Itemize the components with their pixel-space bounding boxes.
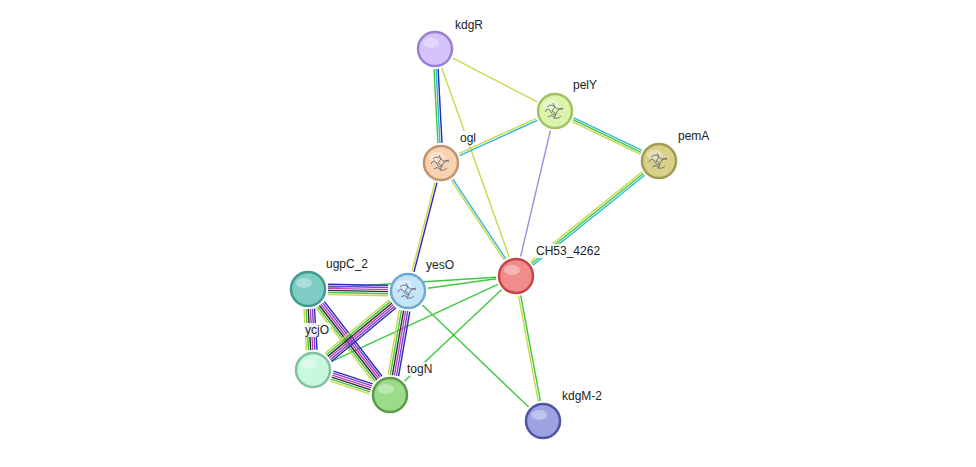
protein-node: pemA: [640, 142, 678, 180]
protein-node: kdgR: [416, 30, 454, 68]
node-circle: [289, 270, 327, 308]
node-label: ugpC_2: [324, 257, 370, 271]
node-circle: [294, 351, 332, 389]
interaction-edge: [530, 172, 644, 265]
node-circle: [422, 144, 460, 182]
node-label: togN: [405, 362, 434, 376]
interaction-edge: [453, 58, 537, 102]
interaction-edge: [434, 69, 442, 143]
node-label: pelY: [571, 78, 599, 92]
node-label: pemA: [676, 129, 711, 143]
protein-node: ogl: [422, 144, 460, 182]
protein-node: pelY: [536, 92, 574, 130]
protein-node: yesO: [389, 272, 427, 310]
interaction-edge: [519, 296, 541, 402]
node-label: kdgR: [453, 18, 485, 32]
node-circle: [524, 402, 562, 440]
interaction-edge: [451, 179, 506, 260]
node-label: ycjO: [303, 323, 331, 337]
protein-node: ugpC_2: [289, 270, 327, 308]
node-circle: [389, 272, 427, 310]
interaction-edge: [572, 118, 642, 154]
node-label: kdgM-2: [560, 389, 604, 403]
node-circle: [640, 142, 678, 180]
interaction-edge: [328, 284, 388, 296]
protein-node: CH53_4262: [497, 257, 535, 295]
protein-node: togN: [371, 376, 409, 414]
node-label: CH53_4262: [534, 244, 602, 258]
protein-node: kdgM-2: [524, 402, 562, 440]
interaction-edge: [325, 300, 396, 361]
interaction-edge: [422, 305, 528, 407]
node-circle: [416, 30, 454, 68]
node-label: yesO: [424, 258, 456, 272]
protein-node: ycjO: [294, 351, 332, 389]
node-circle: [371, 376, 409, 414]
node-label: ogl: [458, 131, 478, 145]
node-circle: [536, 92, 574, 130]
node-circle: [497, 257, 535, 295]
interaction-edge: [459, 118, 537, 155]
interaction-edge: [521, 131, 551, 257]
interaction-edge: [330, 371, 372, 394]
